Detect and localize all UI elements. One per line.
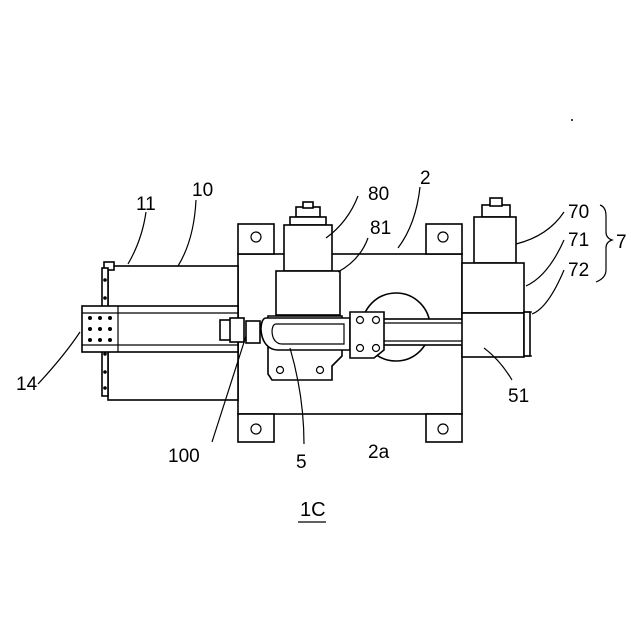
label-80: 80 xyxy=(368,184,389,205)
figure-caption: 1C xyxy=(298,499,326,522)
center-motor xyxy=(276,202,340,315)
right-motor xyxy=(462,198,532,357)
label-81: 81 xyxy=(370,218,391,239)
label-100: 100 xyxy=(168,446,200,467)
label-71: 71 xyxy=(568,230,589,251)
label-10: 10 xyxy=(192,180,213,201)
label-11: 11 xyxy=(136,194,156,215)
guide-rail xyxy=(82,306,244,352)
label-2a: 2a xyxy=(368,442,390,463)
label-51: 51 xyxy=(508,386,529,407)
label-72: 72 xyxy=(568,260,589,281)
label-5: 5 xyxy=(296,452,307,473)
label-14: 14 xyxy=(16,374,38,395)
caption-text: 1C xyxy=(300,499,326,521)
label-2: 2 xyxy=(420,168,431,189)
label-7: 7 xyxy=(616,232,627,253)
label-70: 70 xyxy=(568,202,589,223)
